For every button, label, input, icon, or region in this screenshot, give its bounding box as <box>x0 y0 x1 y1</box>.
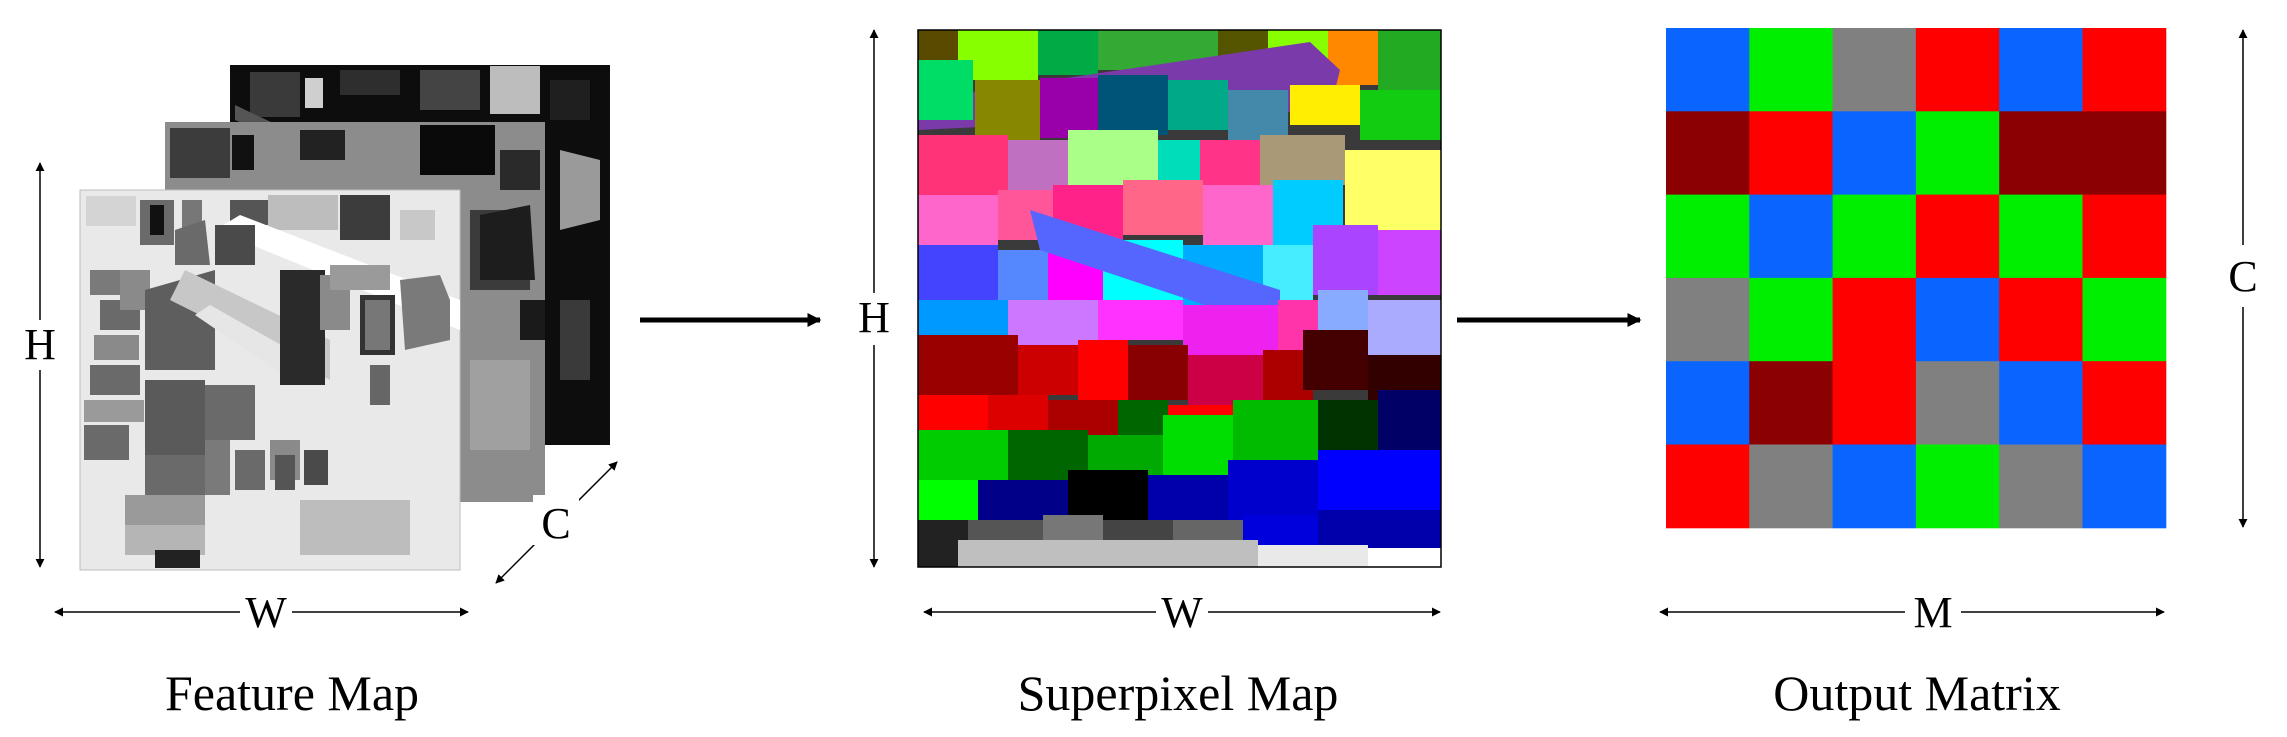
matrix-cell <box>1915 444 2000 529</box>
matrix-cell <box>1832 111 1917 196</box>
feature-width-label: W <box>245 588 287 637</box>
matrix-cell <box>1999 111 2083 196</box>
matrix-cell <box>1915 277 2000 362</box>
matrix-cell <box>2082 444 2167 529</box>
matrix-cell <box>2082 194 2167 279</box>
matrix-cell <box>1749 194 1834 279</box>
feature-height-label: H <box>24 320 56 369</box>
matrix-cell <box>1749 361 1834 445</box>
matrix-cell <box>1915 28 2000 112</box>
matrix-cell <box>2082 361 2167 445</box>
output-matrix-caption: Output Matrix <box>1773 665 2060 721</box>
matrix-cell <box>1832 361 1917 445</box>
matrix-cell <box>1999 361 2083 445</box>
feature-channel-label: C <box>541 499 570 548</box>
matrix-cell <box>1999 444 2083 529</box>
output-channel-label: C <box>2228 252 2257 301</box>
matrix-cell <box>1999 277 2083 362</box>
matrix-cell <box>2082 111 2167 196</box>
matrix-cell <box>1999 194 2083 279</box>
output-matrix-grid <box>1666 28 2167 529</box>
matrix-cell <box>1832 28 1917 112</box>
matrix-cell <box>1915 194 2000 279</box>
superpixel-map <box>917 29 1442 568</box>
matrix-cell <box>1749 28 1834 112</box>
matrix-cell <box>1915 361 2000 445</box>
matrix-cell <box>1666 277 1750 362</box>
matrix-cell <box>1666 111 1750 196</box>
matrix-cell <box>2082 277 2167 362</box>
matrix-cell <box>1832 194 1917 279</box>
superpixel-height-label: H <box>858 293 890 342</box>
output-width-label: M <box>1913 588 1952 637</box>
matrix-cell <box>1666 28 1750 112</box>
matrix-cell <box>2082 28 2167 112</box>
feature-layer-front <box>79 189 461 571</box>
feature-map-stack <box>79 65 610 571</box>
matrix-cell <box>1749 111 1834 196</box>
matrix-cell <box>1832 444 1917 529</box>
matrix-cell <box>1749 444 1834 529</box>
matrix-cell <box>1915 111 2000 196</box>
matrix-cell <box>1666 194 1750 279</box>
matrix-cell <box>1749 277 1834 362</box>
matrix-cell <box>1999 28 2083 112</box>
matrix-cell <box>1666 444 1750 529</box>
superpixel-map-caption: Superpixel Map <box>1018 665 1339 721</box>
matrix-cell <box>1666 361 1750 445</box>
matrix-cell <box>1832 277 1917 362</box>
feature-map-caption: Feature Map <box>165 665 419 721</box>
superpixel-width-label: W <box>1161 588 1203 637</box>
